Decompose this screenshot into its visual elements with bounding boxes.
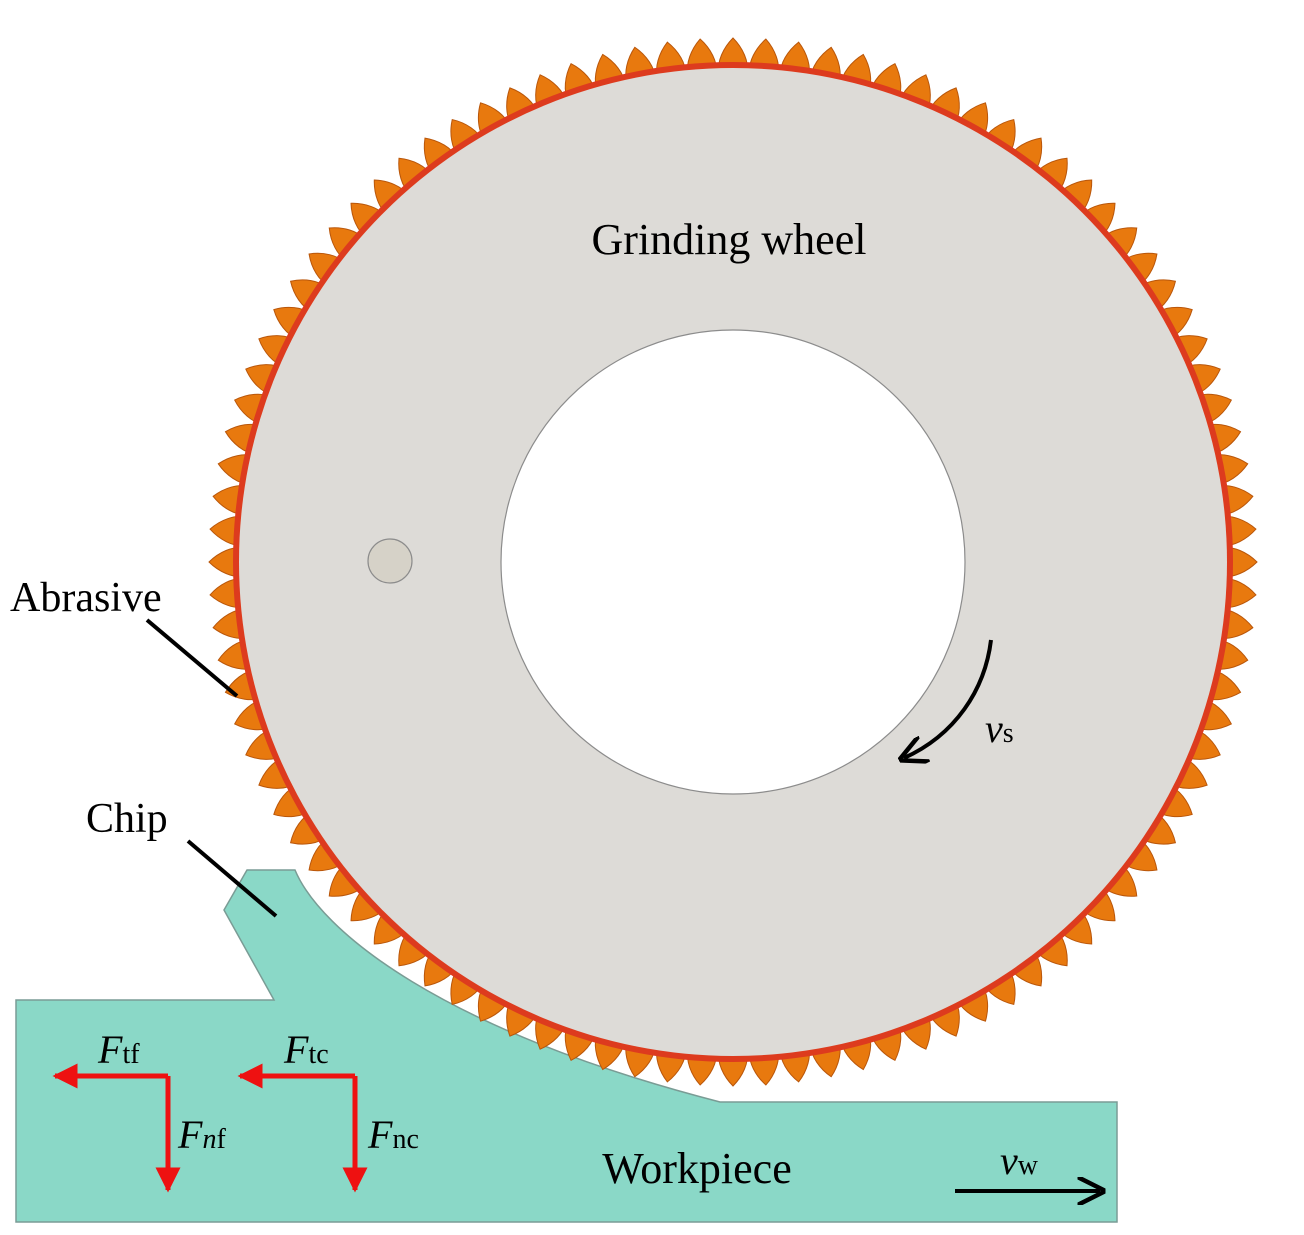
pin-hole — [367, 538, 413, 584]
force-ftf-label: Ftf — [97, 1027, 140, 1072]
workpiece-body — [15, 869, 1118, 1223]
force-ftc-label: Ftc — [283, 1027, 329, 1072]
grinding-wheel — [208, 37, 1258, 1087]
wheel-label: Grinding wheel — [592, 215, 867, 264]
chip-label: Chip — [86, 796, 168, 842]
abrasive-leader — [145, 618, 239, 698]
abrasive-label: Abrasive — [10, 575, 162, 621]
curved-arrow-icon — [904, 639, 993, 758]
center-bore — [500, 329, 966, 795]
workpiece-label: Workpiece — [602, 1144, 791, 1193]
workpiece-speed-label: vw — [1000, 1138, 1039, 1183]
chip-leader — [186, 839, 278, 918]
wheel-speed-label: vs — [985, 706, 1014, 751]
force-fnf-label: Fnf — [177, 1112, 226, 1157]
force-fnc-label: Fnc — [367, 1112, 419, 1157]
